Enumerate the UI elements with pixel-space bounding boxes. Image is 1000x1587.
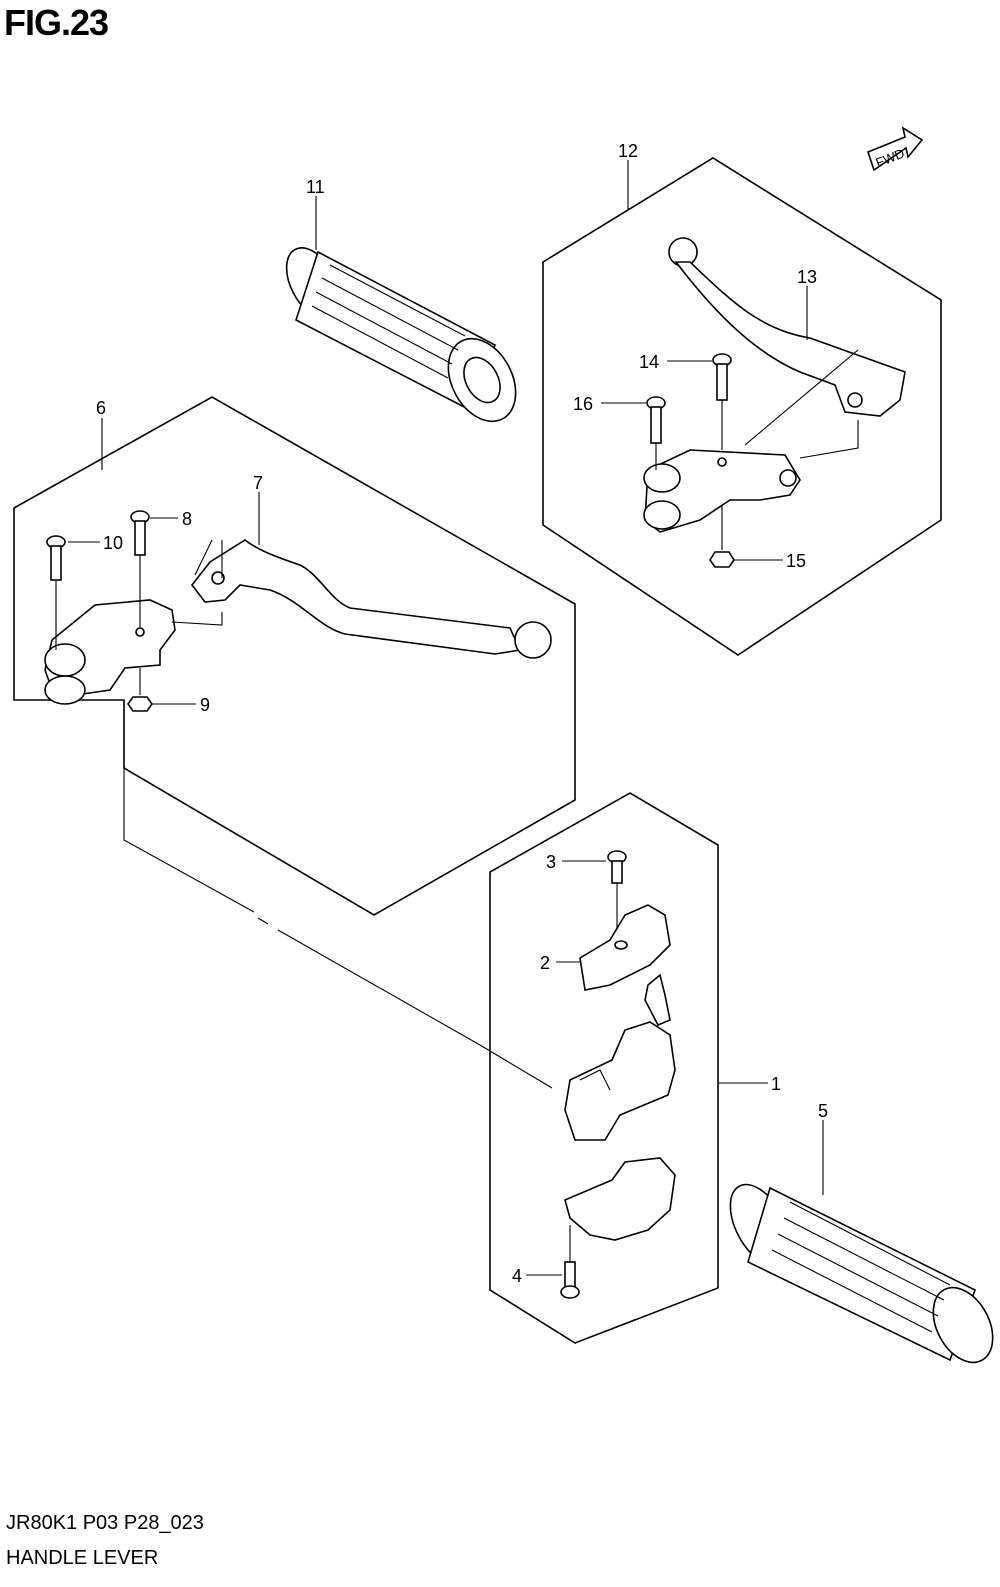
callout-11: 11: [306, 177, 325, 197]
switch-spacer-part: [644, 973, 671, 1027]
switch-housing-lower-part: [564, 1157, 676, 1241]
callout-4: 4: [512, 1266, 522, 1286]
right-lever-bracket-part: [643, 420, 859, 533]
nut-9-part: [127, 668, 153, 712]
screw-16-part: [646, 396, 666, 470]
callout-9: 9: [200, 695, 210, 715]
left-lever-part: [190, 539, 552, 659]
screw-10-part: [46, 535, 66, 650]
nut-15-part: [709, 505, 735, 568]
callout-7: 7: [253, 473, 263, 493]
group-outline-1: [489, 792, 719, 1344]
callout-13: 13: [797, 267, 817, 287]
callout-10: 10: [103, 533, 123, 553]
right-grip-part: [729, 1183, 994, 1364]
figure-title: FIG.23: [4, 2, 109, 43]
diagram-code: JR80K1 P03 P28_023: [6, 1512, 204, 1534]
callout-1: 1: [771, 1074, 781, 1094]
callout-2: 2: [540, 953, 550, 973]
switch-clamp-2-part: [579, 904, 671, 991]
callout-leaders: [68, 160, 824, 1276]
callout-15: 15: [786, 551, 806, 571]
left-grip-part: [285, 247, 517, 423]
callout-12: 12: [618, 141, 638, 161]
callout-16: 16: [573, 394, 593, 414]
left-lever-bracket-part: [44, 599, 223, 705]
callout-14: 14: [639, 352, 659, 372]
fwd-arrow-icon: FWD: [867, 126, 924, 172]
assembly-leader-line: [123, 700, 255, 913]
screw-14-part: [712, 353, 732, 450]
screw-8-part: [130, 510, 150, 628]
screw-4-part: [560, 1225, 580, 1299]
callout-5: 5: [818, 1101, 828, 1121]
group-outline-12: [542, 157, 942, 656]
diagram-name: HANDLE LEVER: [6, 1547, 159, 1569]
callout-8: 8: [182, 509, 192, 529]
right-lever-part: [668, 237, 906, 446]
switch-housing-upper-part: [564, 1021, 676, 1141]
callout-6: 6: [96, 398, 106, 418]
callout-3: 3: [546, 852, 556, 872]
